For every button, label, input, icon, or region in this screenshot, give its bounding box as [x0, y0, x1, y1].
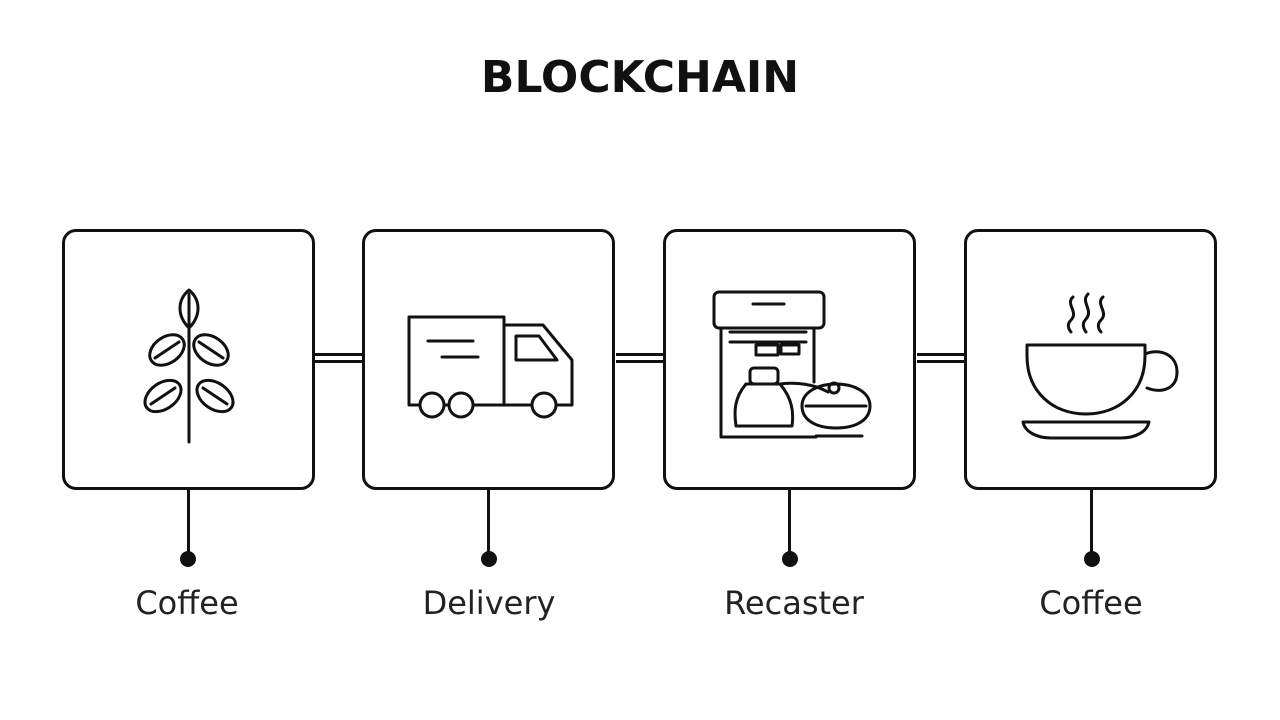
block-label-2: Delivery [422, 584, 556, 622]
block-roaster [663, 229, 916, 490]
chain-link-3-4 [917, 353, 965, 363]
node-dot-2 [481, 551, 497, 567]
block-label-3: Recaster [724, 584, 864, 622]
coffee-plant-icon [143, 288, 235, 444]
block-coffee-cup [964, 229, 1217, 490]
node-dot-3 [782, 551, 798, 567]
block-label-4: Coffee [1039, 584, 1143, 622]
delivery-truck-icon [407, 315, 574, 419]
diagram-title: BLOCKCHAIN [480, 52, 800, 103]
chain-link-1-2 [315, 353, 362, 363]
node-dot-4 [1084, 551, 1100, 567]
chain-link-2-3 [616, 353, 664, 363]
block-coffee-plant [62, 229, 315, 490]
block-label-1: Coffee [135, 584, 239, 622]
roaster-machine-icon [712, 290, 872, 439]
coffee-cup-icon [1021, 292, 1179, 440]
stem-1 [187, 490, 190, 556]
node-dot-1 [180, 551, 196, 567]
stem-2 [487, 490, 490, 556]
block-delivery [362, 229, 615, 490]
stem-4 [1090, 490, 1093, 556]
stem-3 [788, 490, 791, 556]
